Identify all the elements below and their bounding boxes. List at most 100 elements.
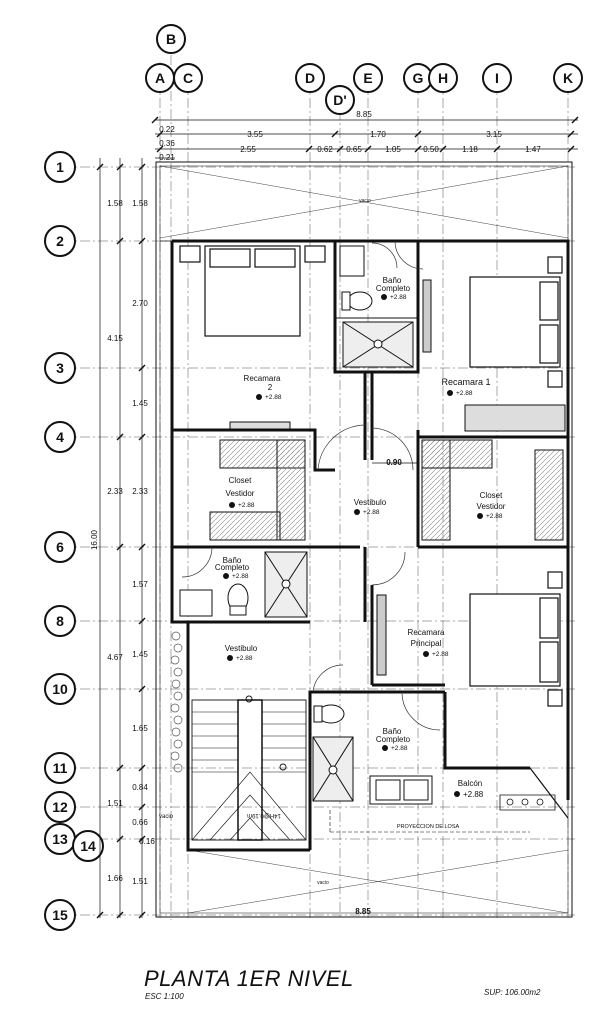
dim-left-i6: 1.65 <box>132 724 148 733</box>
dim-top-2: 1.70 <box>370 130 386 139</box>
row-axis-8: 8 <box>56 613 64 629</box>
row-axis-10: 10 <box>52 681 68 697</box>
dim-left-i2: 1.45 <box>132 399 148 408</box>
dim-left-i10: 1.51 <box>132 877 148 886</box>
axis-label-B: B <box>166 31 176 47</box>
room-closet-left-name: Closet <box>229 476 252 485</box>
level-recamara1: +2.88 <box>456 390 473 397</box>
axis-bubble-C <box>173 63 203 93</box>
level-bano-left: +2.88 <box>232 573 249 580</box>
dim-mid-2: 0.62 <box>317 145 333 154</box>
dim-top-3: 3.15 <box>486 130 502 139</box>
axis-bubble-K <box>553 63 583 93</box>
room-recamara1-name: Recamara 1 <box>441 377 490 387</box>
dim-left-o0: 1.58 <box>107 199 123 208</box>
row-axis-2: 2 <box>56 233 64 249</box>
room-recamara2-num: 2 <box>268 383 273 392</box>
axis-label-D: D <box>305 70 315 86</box>
row-axis-4: 4 <box>56 429 64 445</box>
note-stair: 14H@0.19m <box>247 812 281 818</box>
door-swings <box>181 240 441 731</box>
note-vacio-left: vacio <box>159 814 174 820</box>
bed-principal <box>469 571 563 707</box>
room-closet-right-name2: Vestidor <box>477 502 506 511</box>
level-balcon: +2.88 <box>463 790 484 799</box>
room-vestibulo-c-name: Vestibulo <box>354 498 387 507</box>
room-bano-left-name: Baño <box>223 556 242 565</box>
dim-mid-6: 1.18 <box>462 145 478 154</box>
note-proyeccion: PROYECCION DE LOSA <box>397 824 460 830</box>
axis-label-K: K <box>563 70 573 86</box>
room-principal-name2: Principal <box>411 639 442 648</box>
level-marks: +2.88 +2.88 +2.88 +2.88 +2.88 +2.88 +2.8… <box>223 294 503 799</box>
plan-scale: ESC 1:100 <box>145 992 184 1001</box>
axis-label-I: I <box>495 70 499 86</box>
row-axis-6: 6 <box>56 539 64 555</box>
dim-mid-4: 1.05 <box>385 145 401 154</box>
dim-mid-5: 0.50 <box>423 145 439 154</box>
axis-bubble-D <box>295 63 325 93</box>
dim-left-i0: 1.58 <box>132 199 148 208</box>
level-bano-bottom: +2.88 <box>391 745 408 752</box>
dim-row3: 0.21 <box>159 153 175 162</box>
room-bano-bottom-name2: Completo <box>376 735 411 744</box>
level-recamara2: +2.88 <box>265 394 282 401</box>
dim-left-i5: 1.45 <box>132 650 148 659</box>
dim-top-1: 3.55 <box>247 130 263 139</box>
axis-bubble-I <box>482 63 512 93</box>
note-door-dim: 0.90 <box>386 458 402 467</box>
room-bano-top-name2: Completo <box>376 284 411 293</box>
dim-left-i9: 0.16 <box>139 837 155 846</box>
note-vacio-top: vacio <box>359 198 371 204</box>
room-bano-left-name2: Completo <box>215 563 250 572</box>
bed-recamara1 <box>469 256 563 388</box>
dim-mid-3: 0.65 <box>346 145 362 154</box>
dim-left-o2: 2.33 <box>107 487 123 496</box>
bed-recamara2 <box>179 245 326 337</box>
room-principal-name: Recamara <box>408 628 445 637</box>
dim-mid-7: 1.47 <box>525 145 541 154</box>
bathroom-fixtures <box>179 245 433 805</box>
top-dimensions <box>151 116 579 159</box>
dim-mid-1: 2.55 <box>240 145 256 154</box>
room-recamara2-name: Recamara <box>244 374 281 383</box>
balcony <box>329 767 569 833</box>
axis-bubble-H <box>428 63 458 93</box>
dim-left-o1: 4.15 <box>107 334 123 343</box>
level-vestibulo-c: +2.88 <box>363 509 380 516</box>
level-closet-left: +2.88 <box>238 502 255 509</box>
dim-left-i3: 2.33 <box>132 487 148 496</box>
axis-label-Dp: D' <box>333 92 346 108</box>
dim-left-overall: 16.00 <box>90 529 99 550</box>
dim-left-i1: 2.70 <box>132 299 148 308</box>
planters <box>170 631 183 773</box>
dim-overall-top: 8.85 <box>356 110 372 119</box>
row-axis-12: 12 <box>52 799 68 815</box>
axis-bubble-E <box>353 63 383 93</box>
axis-label-E: E <box>363 70 372 86</box>
dim-top-0: 0.22 <box>159 125 175 134</box>
dim-left-i8: 0.66 <box>132 818 148 827</box>
room-closet-left-name2: Vestidor <box>226 489 255 498</box>
axis-label-H: H <box>438 70 448 86</box>
row-axis-11: 11 <box>53 760 68 776</box>
dim-left-o4: 1.51 <box>107 799 123 808</box>
level-closet-right: +2.88 <box>486 513 503 520</box>
room-vestibulo-l-name: Vestibulo <box>225 644 258 653</box>
row-axis-bubbles <box>44 151 104 931</box>
column-axis-bubbles <box>145 24 583 115</box>
dim-left-i7: 0.84 <box>132 783 148 792</box>
dim-left-i4: 1.57 <box>132 580 148 589</box>
row-axis-14: 14 <box>80 838 96 854</box>
dim-bottom-overall: 8.85 <box>355 907 371 916</box>
row-axis-3: 3 <box>56 360 64 376</box>
level-principal: +2.88 <box>432 651 449 658</box>
axis-label-G: G <box>413 70 424 86</box>
beds <box>179 245 563 707</box>
row-axis-13: 13 <box>52 831 68 847</box>
room-closet-right-name: Closet <box>480 491 503 500</box>
level-bano-top: +2.88 <box>390 294 407 301</box>
axis-label-A: A <box>155 70 165 86</box>
row-axis-1: 1 <box>56 159 64 175</box>
room-bano-bottom-name: Baño <box>383 727 402 736</box>
